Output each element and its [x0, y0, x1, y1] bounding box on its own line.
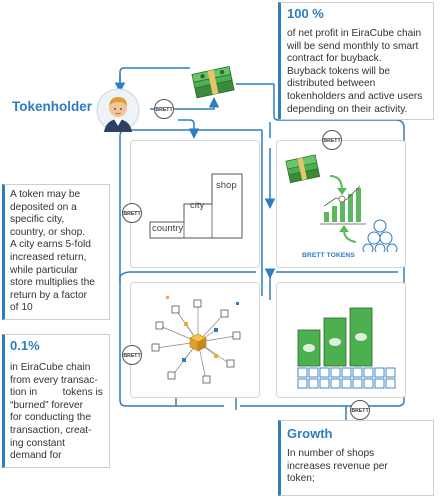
burn-line: transaction, creat- — [10, 424, 92, 436]
burn-line: for conducting the — [10, 412, 91, 424]
coin-top-right: BRETT — [322, 130, 342, 150]
brett-tokens-label: BRETT TOKENS — [302, 252, 355, 259]
burn-line: tion in tokens is — [10, 387, 103, 399]
location-callout: A token may be deposited on a specific c… — [2, 184, 110, 320]
burn-line: in EiraCube chain — [10, 362, 91, 373]
stairs-diagram: shop city country — [148, 168, 248, 240]
location-line: while particular — [10, 264, 78, 276]
coin-left-upper: BRETT — [122, 203, 142, 223]
growth-callout: Growth In number of shops increases reve… — [278, 420, 434, 496]
stair-label-city: city — [190, 200, 205, 211]
network-diagram — [146, 294, 246, 390]
buyback-line: contract for buyback. — [287, 53, 382, 65]
growth-line: token; — [287, 473, 315, 485]
buyback-callout: 100 % of net profit in EiraCube chain wi… — [278, 2, 434, 120]
burn-line: “burned” forever — [10, 399, 84, 411]
location-line: specific city, — [10, 214, 65, 226]
tokenholder-avatar — [96, 88, 140, 132]
buyback-line: tokenholders and active users — [287, 90, 423, 102]
buyback-line: depending on their activity. — [287, 103, 408, 115]
buyback-line: distributed between — [287, 78, 376, 90]
tokens-illustration: BRETT TOKENS — [280, 148, 402, 259]
location-line: A city earns 5-fold — [10, 239, 91, 251]
growth-title: Growth — [287, 426, 333, 441]
location-line: of 10 — [10, 302, 33, 314]
location-line: A token may be — [10, 189, 81, 200]
burn-line: demand for — [10, 450, 62, 462]
location-line: increased return, — [10, 251, 87, 263]
money-growth-illustration — [294, 296, 400, 392]
stair-label-shop: shop — [216, 180, 237, 191]
arrow-money-to-tokenholder — [119, 67, 190, 88]
location-line: deposited on a — [10, 201, 77, 213]
buyback-line: will be send monthly to smart — [287, 40, 419, 52]
coin-bottom: BRETT — [350, 400, 370, 420]
location-line: return by a factor — [10, 289, 88, 301]
burn-callout: 0.1% in EiraCube chain from every transa… — [2, 334, 110, 468]
coin-tokenholder: BRETT — [154, 99, 174, 119]
burn-percent: 0.1% — [10, 338, 40, 353]
stair-label-country: country — [152, 223, 184, 234]
growth-line: In number of shops — [287, 448, 375, 459]
location-line: store multiplies the — [10, 277, 95, 289]
coin-left-lower: BRETT — [122, 345, 142, 365]
buyback-line: Buyback tokens will be — [287, 65, 391, 77]
location-line: country, or shop. — [10, 226, 86, 238]
buyback-percent: 100 % — [287, 6, 324, 21]
buyback-line: of net profit in EiraCube chain — [287, 28, 422, 39]
growth-line: increases revenue per — [287, 460, 388, 472]
tokenholder-label: Tokenholder — [12, 99, 93, 114]
money-stack-icon — [190, 62, 238, 102]
burn-line: ing constant — [10, 437, 65, 449]
burn-line: from every transac- — [10, 374, 98, 386]
